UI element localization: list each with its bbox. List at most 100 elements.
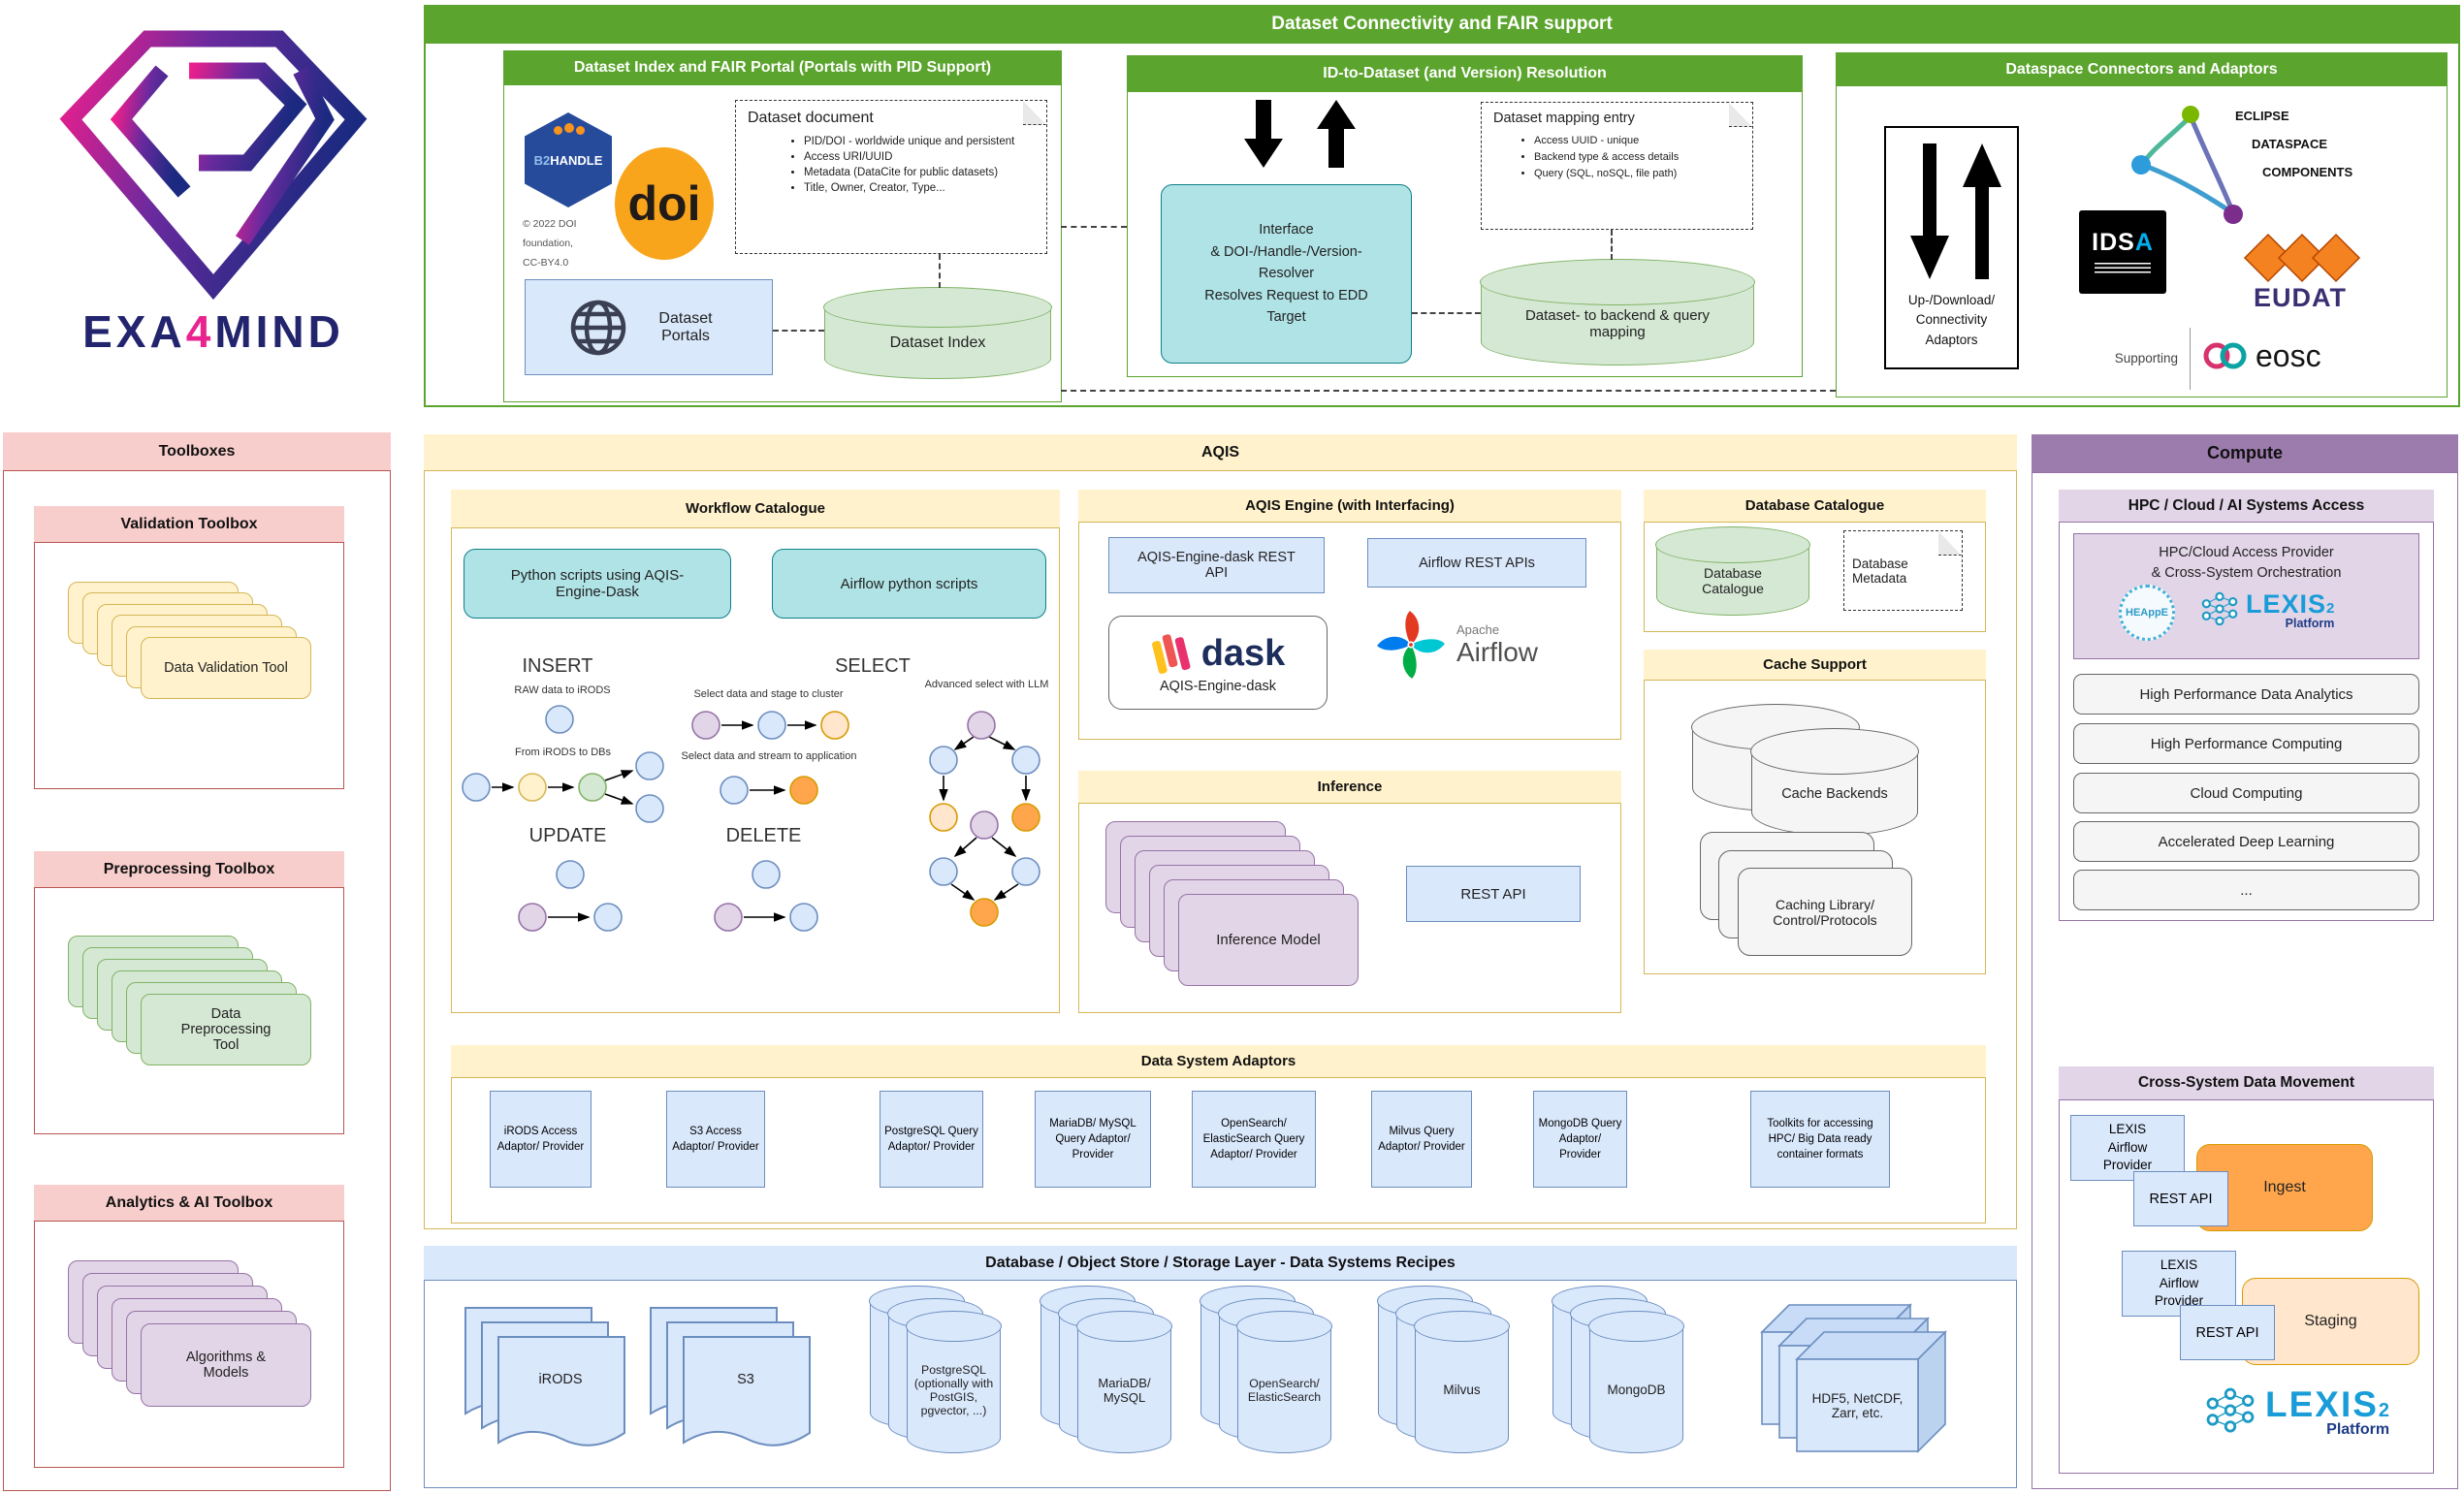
hdf5-cubes-icon	[1760, 1303, 1947, 1453]
fair-band-header: Dataset Connectivity and FAIR support	[424, 5, 2460, 44]
mapping-db: Dataset- to backend & query mapping	[1480, 259, 1755, 366]
select-stage-dag	[691, 711, 849, 740]
staging-label: Staging	[2304, 1313, 2357, 1329]
validation-card: Data Validation Tool	[141, 637, 311, 699]
resolver-line: & DOI-/Handle-/Version-	[1210, 243, 1362, 260]
dataset-document-title: Dataset document	[748, 110, 874, 126]
updown-arrows-icon	[1244, 100, 1356, 168]
mapping-entry-bullet: Query (SQL, noSQL, file path)	[1534, 166, 1741, 182]
update-dag	[518, 860, 623, 932]
wordmark-mind: MIND	[214, 306, 344, 357]
resolver-line: Resolver	[1258, 266, 1315, 282]
credit-line: © 2022 DOI	[523, 218, 577, 230]
wordmark-exa: EXA	[82, 306, 186, 357]
dask-caption: AQIS-Engine-dask	[1159, 678, 1277, 694]
insert-chain-dag	[462, 751, 664, 823]
preprocessing-card-label: Data Preprocessing Tool	[180, 1006, 272, 1053]
b2handle-handle: HANDLE	[550, 152, 603, 168]
python-scripts-label: Python scripts using AQIS-Engine-Dask	[510, 567, 685, 600]
dask-bars-icon	[1151, 633, 1191, 674]
lexis-airflow-provider-1: LEXIS Airflow Provider	[2070, 1115, 2185, 1181]
mapping-entry-bullet: Backend type & access details	[1534, 149, 1741, 166]
updownload-line: Adaptors	[1925, 332, 1978, 347]
supporting-label: Supporting	[2114, 351, 2178, 366]
dask-rest-api-label: AQIS-Engine-dask REST API	[1137, 550, 1296, 581]
update-label: UPDATE	[528, 825, 607, 846]
storage-label: PostgreSQL (optionally with PostGIS, pgv…	[913, 1362, 994, 1417]
lexis-airflow-provider-label: LEXIS Airflow Provider	[2154, 1256, 2204, 1309]
preprocessing-toolbox-title: Preprocessing Toolbox	[103, 860, 275, 877]
insert-label: INSERT	[522, 655, 593, 677]
toolboxes-title: Toolboxes	[158, 442, 236, 460]
adaptor-toolkits: Toolkits for accessing HPC/ Big Data rea…	[1750, 1091, 1890, 1188]
compute-capability-adl: Accelerated Deep Learning	[2073, 821, 2419, 862]
lexis-wordmark: LEXIS	[2265, 1384, 2379, 1424]
toolboxes-header: Toolboxes	[3, 432, 391, 471]
connector-entry-to-mapping	[1611, 230, 1613, 260]
llm-dag	[929, 711, 1040, 927]
capability-label: High Performance Computing	[2150, 735, 2343, 752]
cache-header: Cache Support	[1644, 650, 1986, 681]
portal-section-header: Dataset Index and FAIR Portal (Portals w…	[503, 50, 1062, 85]
adaptors-title: Data System Adaptors	[1140, 1053, 1296, 1069]
lexis-airflow-provider-label: LEXIS Airflow Provider	[2102, 1121, 2153, 1173]
storage-label: OpenSearch/ ElasticSearch	[1247, 1376, 1322, 1404]
airflow-scripts-label: Airflow python scripts	[840, 575, 978, 592]
dataset-index-label: Dataset Index	[889, 334, 986, 351]
airflow-scripts-box: Airflow python scripts	[772, 549, 1046, 619]
eudat-wordmark: EUDAT	[2254, 283, 2347, 312]
analytics-card: Algorithms & Models	[141, 1323, 311, 1407]
connector-portal-to-resolution	[1061, 226, 1127, 228]
milvus-cylinder: Milvus	[1414, 1311, 1510, 1453]
s3-files-icon	[650, 1307, 811, 1446]
capability-label: ...	[2240, 881, 2253, 899]
adaptors-header: Data System Adaptors	[451, 1045, 1986, 1078]
postgres-cylinder: PostgreSQL (optionally with PostGIS, pgv…	[906, 1311, 1002, 1453]
dataset-document-bullet: Metadata (DataCite for public datasets)	[804, 165, 1035, 180]
preprocessing-card: Data Preprocessing Tool	[141, 994, 311, 1065]
storage-header: Database / Object Store / Storage Layer …	[424, 1246, 2017, 1281]
dask-wordmark: dask	[1200, 633, 1286, 674]
inference-rest-api-box: REST API	[1406, 866, 1581, 922]
idsa-lines-icon	[2095, 263, 2151, 275]
engine-title: AQIS Engine (with Interfacing)	[1245, 497, 1455, 514]
credit-line: CC-BY4.0	[523, 256, 569, 269]
airflow-rest-api-label: Airflow REST APIs	[1419, 555, 1535, 571]
preprocessing-toolbox-header: Preprocessing Toolbox	[34, 851, 344, 888]
caching-library-card: Caching Library/ Control/Protocols	[1738, 868, 1912, 956]
updownload-arrows-icon	[1910, 143, 2001, 279]
lexis-platform: Platform	[2326, 1421, 2390, 1438]
mongodb-cylinder: MongoDB	[1588, 1311, 1684, 1453]
adaptor-mongodb: MongoDB Query Adaptor/ Provider	[1533, 1091, 1627, 1188]
adaptor-irods: iRODS Access Adaptor/ Provider	[490, 1091, 592, 1188]
inference-model-card: Inference Model	[1178, 894, 1359, 986]
eosc-rings-icon	[2203, 342, 2247, 369]
mapping-entry-bullet: Access UUID - unique	[1534, 133, 1741, 149]
lexis-logo-small: LEXIS2 Platform	[2199, 589, 2334, 630]
db-catalogue-cylinder: Database Catalogue	[1655, 526, 1810, 616]
airflow-pinwheel-icon	[1377, 611, 1445, 679]
b2handle-dots-icon	[554, 121, 587, 135]
fair-band-title: Dataset Connectivity and FAIR support	[1271, 14, 1613, 34]
compute-header: Compute	[2032, 434, 2458, 473]
llm-caption: Advanced select with LLM	[924, 679, 1049, 690]
irods-caption: From iRODS to DBs	[514, 747, 611, 758]
hpc-provider-line: & Cross-System Orchestration	[2151, 565, 2342, 582]
apache-label: Apache	[1456, 621, 1500, 637]
heappe-label: HEAppE	[2126, 607, 2168, 619]
dataset-document-bullet: PID/DOI - worldwide unique and persisten…	[804, 134, 1035, 149]
workflow-title: Workflow Catalogue	[686, 500, 825, 517]
lexis-logo-large: LEXIS2 Platform	[2203, 1384, 2389, 1439]
insert-single-dag	[545, 705, 574, 734]
idsa-logo: IDSA	[2079, 210, 2166, 294]
idsa-ids: IDS	[2092, 229, 2135, 256]
dataset-document-note: Dataset document PID/DOI - worldwide uni…	[735, 100, 1047, 254]
edc-label-components: COMPONENTS	[2262, 165, 2353, 179]
inference-title: Inference	[1317, 779, 1383, 795]
cross-system-title: Cross-System Data Movement	[2137, 1074, 2355, 1091]
adaptor-milvus: Milvus Query Adaptor/ Provider	[1371, 1091, 1472, 1188]
adaptor-label: Milvus Query Adaptor/ Provider	[1378, 1125, 1465, 1153]
validation-toolbox-header: Validation Toolbox	[34, 506, 344, 543]
select-label: SELECT	[835, 655, 911, 677]
